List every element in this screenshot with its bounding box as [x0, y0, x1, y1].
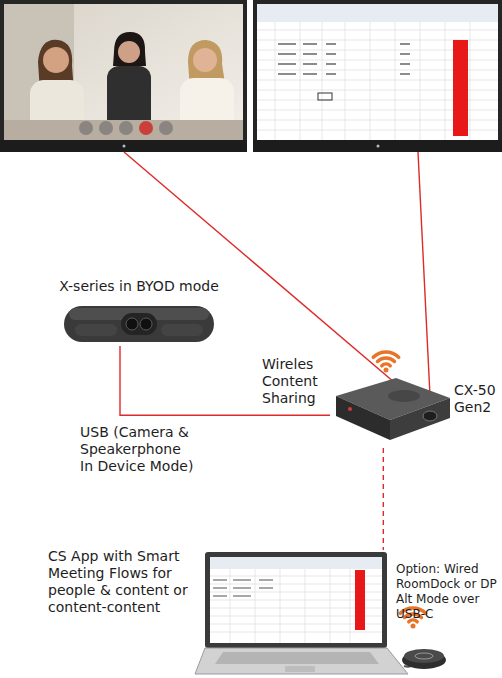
wireless-label: Wireles Content Sharing: [262, 356, 330, 407]
usbc-option-cable: [383, 448, 384, 550]
base-unit-outline: [330, 368, 454, 448]
laptop: CS App with Smart Meeting Flows for peop…: [195, 550, 410, 678]
clickshare-button-ring: [415, 653, 433, 659]
laptop-highlight-column: [355, 570, 365, 630]
hangup-button: [139, 121, 153, 135]
device-heading: CX-50 Gen2: [454, 382, 502, 416]
unit-top-pad: [388, 390, 420, 402]
laptop-base: [195, 648, 408, 674]
display-screen: [257, 4, 498, 140]
laptop-spreadsheet-cells: [213, 580, 273, 596]
wifi-dot: [384, 368, 389, 373]
laptop-screen: [210, 557, 382, 643]
person-hair: [113, 32, 146, 66]
laptop-bezel: [205, 552, 387, 648]
person-head: [193, 48, 217, 72]
call-button: [79, 121, 93, 135]
call-button: [159, 121, 173, 135]
video-bar: X-series in BYOD mode: [63, 302, 215, 346]
unit-led: [348, 407, 352, 411]
highlight-column: [453, 40, 468, 136]
display-bezel: [253, 0, 502, 152]
display-led: [123, 145, 126, 148]
unit-right-face: [390, 398, 450, 440]
selected-cell: [318, 93, 332, 100]
person-head: [118, 41, 140, 63]
bar-grille: [161, 324, 203, 336]
display-base-strip: [253, 140, 502, 152]
cable-label: USB (Camera & Speakerphone In Device Mod…: [80, 424, 198, 475]
call-button: [99, 121, 113, 135]
wifi-dot: [411, 624, 416, 629]
video-call-image: [4, 4, 243, 140]
laptop-keyboard: [215, 652, 379, 664]
usb-cable: [120, 346, 330, 415]
app-caption: CS App with Smart Meeting Flows for peop…: [48, 548, 193, 616]
bar-grille: [75, 324, 117, 336]
display-bezel: [0, 0, 247, 152]
unit-button: [423, 411, 437, 421]
device-heading: X-series in BYOD mode: [41, 278, 237, 295]
option-note: Option: Wired RoomDock or DP Alt Mode ov…: [396, 562, 502, 622]
bar-body: [64, 306, 214, 342]
laptop-spreadsheet-grid: [210, 569, 382, 643]
laptop-toolbar: [210, 557, 382, 569]
call-button: [119, 121, 133, 135]
spreadsheet-grid: [257, 22, 498, 140]
unit-left-face: [336, 396, 390, 440]
content-display: [253, 0, 502, 152]
camera-lens: [140, 318, 152, 330]
wifi-arc: [378, 358, 395, 362]
laptop-touchpad: [285, 666, 315, 672]
wifi-arc: [382, 364, 390, 366]
meeting-table: [4, 120, 243, 140]
camera-lens: [126, 318, 138, 330]
hdmi-cable: [418, 152, 430, 396]
spreadsheet-toolbar: [257, 4, 498, 22]
display-led: [377, 145, 380, 148]
video-display: [0, 0, 247, 152]
camera-housing: [121, 313, 157, 335]
display-base-strip: [0, 140, 247, 152]
video-bar-outline: [63, 302, 215, 346]
laptop-outline: [195, 550, 410, 678]
wifi-arc: [373, 352, 398, 357]
spreadsheet-cells: [278, 44, 410, 74]
base-unit: CX-50 Gen2: [330, 368, 454, 448]
wifi-icon: [373, 352, 398, 366]
clickshare-button-top: [404, 649, 444, 663]
person-head: [43, 47, 69, 73]
